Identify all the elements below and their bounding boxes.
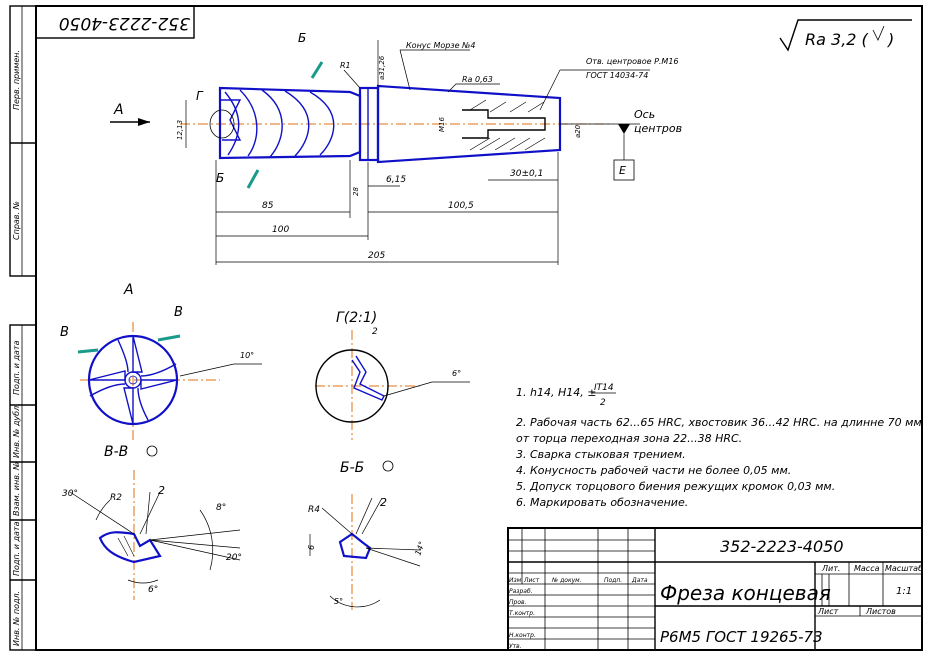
tb-sheets: Листов [865,607,896,616]
section-bb-num: 2 [380,496,387,509]
datum-box [613,159,635,181]
section-bb-a5: 5° [334,597,343,606]
tb-razrab: Разраб. [509,588,533,595]
tb-sign: Подп. [604,577,622,584]
top-number-box: 352-2223-4050 [35,5,195,39]
dim-30: 30±0,1 [510,169,543,179]
tb-docnum: № докум. [551,577,582,584]
axis-label-2: центров [634,122,682,135]
section-vv: В-В R2 2 30° 8° 20° 6° [62,444,242,600]
axis-label-1: Ось [634,108,655,121]
note-3: 3. Сварка стыковая трением. [516,448,686,461]
note-4: 4. Конусность рабочей части не более 0,0… [516,464,791,477]
tb-prov: Пров. [509,599,527,606]
view-g-angle: 6° [452,369,461,378]
center-hole-note-1: Отв. центровое Р.М16 [586,57,679,66]
note-1: 1. h14, H14, ± [516,386,596,399]
section-bb-a14: 14° [413,540,426,556]
dim-85: 85 [262,201,274,211]
note-1-frac-top: IT14 [594,383,614,393]
tb-doc-number: 352-2223-4050 [720,537,844,556]
section-vv-a8: 8° [216,503,226,513]
dim-100: 100 [272,225,289,235]
technical-notes: 1. h14, H14, ± IT14 2 2. Рабочая часть 6… [516,383,922,509]
section-bb: Б-Б R4 2 14° 5° 6 [307,460,427,610]
dim-205: 205 [368,251,385,261]
main-view: Б Б Г А Конус Морзе №4 Ra 0,63 Отв. цент… [110,31,682,265]
left-strip: Перв. примен. Справ. № Подп. и дата Инв.… [9,5,37,651]
top-doc-number: 352-2223-4050 [59,13,190,33]
section-bb-v6: 6 [307,545,316,550]
tb-list: Лист [523,577,540,584]
center-hole-note-2: ГОСТ 14034-74 [586,71,648,80]
roughness-text: Ra 3,2 ( [805,30,869,49]
view-g-num: 2 [372,327,378,337]
strip-podp-1: Подп. и дата [12,340,21,395]
dim-r1: R1 [340,61,351,70]
tb-scale: 1:1 [896,586,912,597]
section-vv-num: 2 [158,484,165,497]
view-a-label-v1: В [60,325,69,340]
view-g-title: Г(2:1) [336,310,377,326]
dim-d12: 12,13 [176,120,184,140]
tb-scale-header: Масштаб [885,564,923,573]
datum-e: Е [619,164,626,177]
roughness-close: ) [887,30,894,49]
detail-g-label: Г [196,89,204,103]
view-a-title: А [123,282,134,298]
strip-inv-podl: Инв. № подл. [12,591,21,646]
tb-sheet: Лист [817,607,839,616]
strip-podp-2: Подп. и дата [12,521,21,576]
tb-part-name: Фреза концевая [660,581,831,605]
note-2b: от торца переходная зона 22...38 HRC. [516,432,742,445]
section-vv-a30: 30° [62,489,78,499]
tb-mass: Масса [854,564,880,573]
tb-utv: Утв. [509,643,522,650]
strip-inv-dubl: Инв. № дубл. [12,403,21,458]
ra063-note: Ra 0,63 [462,75,493,84]
section-bb-title: Б-Б [340,460,364,476]
section-vv-r: R2 [110,493,122,503]
section-bb-r: R4 [308,505,320,515]
view-a-angle: 10° [240,351,254,360]
section-vv-a6: 6° [148,585,158,595]
section-vv-title: В-В [104,444,128,460]
note-6: 6. Маркировать обозначение. [516,496,688,509]
section-b-bottom: Б [216,171,224,185]
dim-1005: 100,5 [448,201,474,211]
dim-m16: М16 [438,117,446,132]
section-b-top: Б [298,31,306,45]
title-block: 352-2223-4050 Фреза концевая Р6М5 ГОСТ 1… [507,527,923,651]
morse-taper-note: Конус Морзе №4 [406,41,475,50]
strip-sprav: Справ. № [12,201,21,240]
note-5: 5. Допуск торцового биения режущих кромо… [516,480,835,493]
dim-d20: ⌀20 [574,124,582,138]
roughness-mark: Ra 3,2 ( ) [779,19,912,52]
tb-lit: Лит. [821,564,840,573]
view-a: А В В 10° [60,282,262,440]
note-2a: 2. Рабочая часть 62...65 HRC, хвостовик … [516,416,922,429]
strip-vzam: Взам. инв. № [12,462,21,516]
tb-tkontr: Т.контр. [509,610,535,617]
dim-615: 6,15 [386,175,406,185]
view-g: Г(2:1) 2 6° [315,310,470,440]
note-1-frac-bottom: 2 [600,398,606,408]
view-a-label-v2: В [174,305,183,320]
tb-date: Дата [631,577,648,584]
tb-nkontr: Н.контр. [509,632,536,639]
view-a-arrow-label: А [113,102,124,118]
strip-perv-primen: Перв. примен. [12,50,21,110]
dim-d31: ⌀31,26 [378,55,386,80]
tb-izm: Изм [509,577,522,584]
dim-d28: 28 [352,187,360,196]
tb-material: Р6М5 ГОСТ 19265-73 [660,628,823,646]
section-vv-a20: 20° [226,553,242,563]
